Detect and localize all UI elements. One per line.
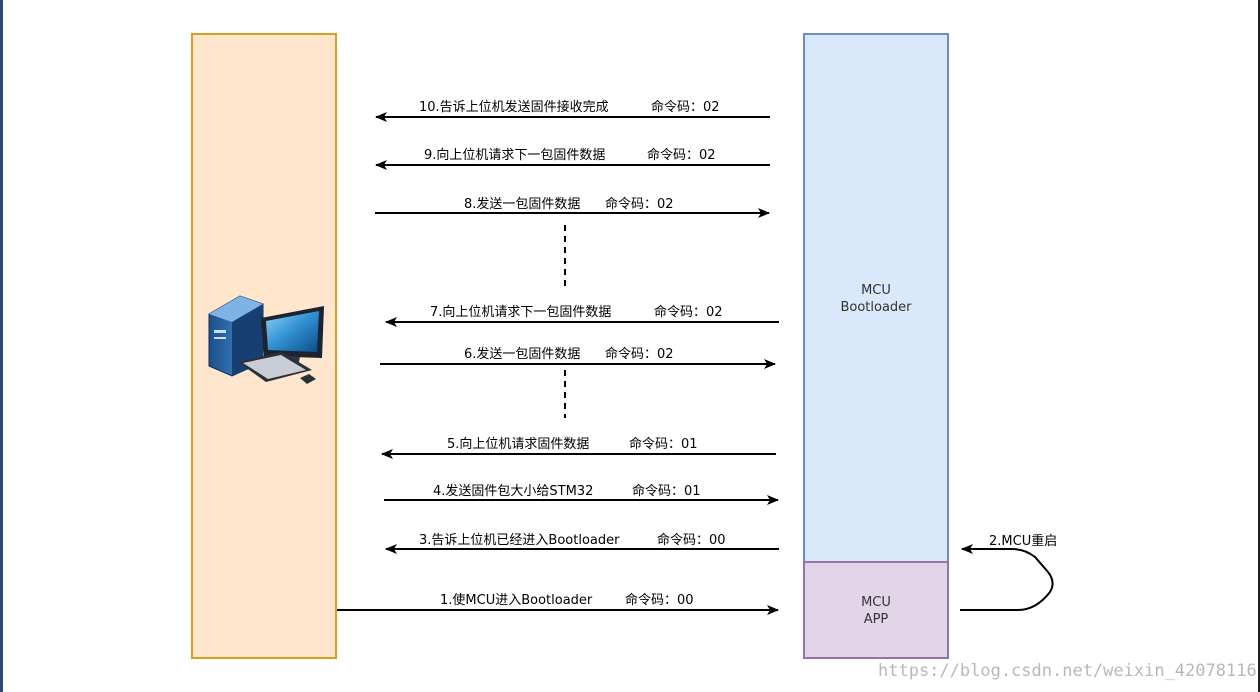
msg-5-step: 5.向上位机请求固件数据	[447, 436, 589, 452]
desktop-computer-icon	[208, 295, 324, 384]
mcu-bootloader-label-line1: MCU	[861, 283, 891, 298]
msg-1-cmd: 命令码：00	[625, 592, 694, 608]
msg-9-cmd: 命令码：02	[647, 147, 716, 163]
mcu-bootloader-box	[803, 33, 949, 563]
msg-6-step: 6.发送一包固件数据	[464, 346, 580, 362]
mcu-app-label: MCU APP	[805, 594, 947, 628]
window-right-edge	[1258, 0, 1260, 692]
msg-7-step: 7.向上位机请求下一包固件数据	[430, 304, 611, 320]
msg-8-cmd: 命令码：02	[605, 196, 674, 212]
window-left-edge	[0, 0, 3, 692]
mcu-restart-arrow	[960, 544, 1054, 611]
mcu-app-box	[803, 561, 949, 659]
msg-10-step: 10.告诉上位机发送固件接收完成	[419, 99, 609, 115]
msg-9-step: 9.向上位机请求下一包固件数据	[424, 147, 605, 163]
watermark-text: https://blog.csdn.net/weixin_42078116	[878, 661, 1257, 681]
msg-6-cmd: 命令码：02	[605, 346, 674, 362]
msg-4-step: 4.发送固件包大小给STM32	[433, 483, 593, 499]
mcu-app-label-line2: APP	[863, 612, 889, 627]
msg-1-step: 1.使MCU进入Bootloader	[440, 592, 593, 608]
mcu-restart-label: 2.MCU重启	[989, 533, 1057, 549]
msg-4-cmd: 命令码：01	[632, 483, 701, 499]
msg-7-cmd: 命令码：02	[654, 304, 723, 320]
msg-3-cmd: 命令码：00	[657, 532, 726, 548]
mcu-bootloader-label: MCU Bootloader	[805, 282, 947, 316]
msg-8-step: 8.发送一包固件数据	[464, 196, 580, 212]
msg-10-cmd: 命令码：02	[651, 99, 720, 115]
mcu-bootloader-label-line2: Bootloader	[840, 300, 912, 315]
msg-5-cmd: 命令码：01	[629, 436, 698, 452]
mcu-app-label-line1: MCU	[861, 595, 891, 610]
msg-3-step: 3.告诉上位机已经进入Bootloader	[419, 533, 620, 548]
